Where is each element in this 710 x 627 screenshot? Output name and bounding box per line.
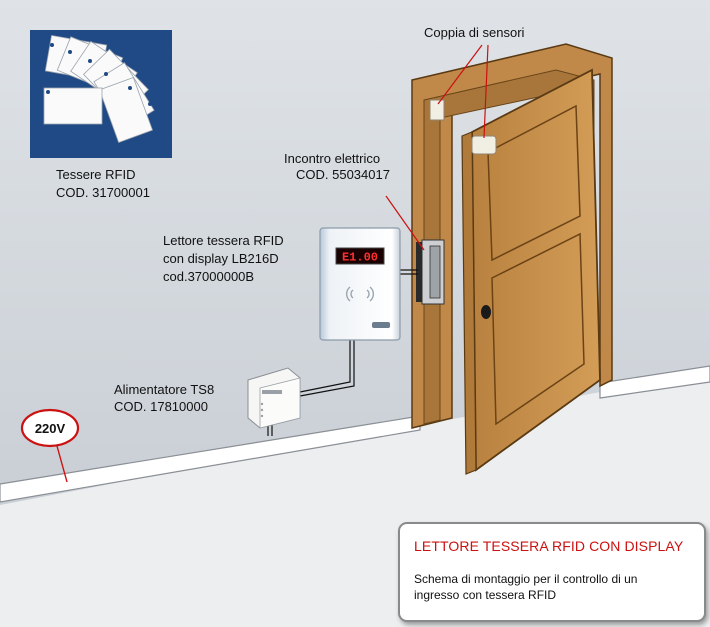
info-box-description-line2: ingresso con tessera RFID bbox=[414, 588, 557, 602]
sensor-door bbox=[471, 135, 497, 155]
strike-label-line2: COD. 55034017 bbox=[296, 167, 390, 182]
skirting-board bbox=[0, 415, 421, 503]
rfid-cards-image bbox=[30, 30, 172, 158]
strike-pointer-line bbox=[385, 195, 425, 251]
electric-strike bbox=[416, 239, 445, 305]
info-box-title: LETTORE TESSERA RFID CON DISPLAY bbox=[414, 538, 684, 554]
rfid-reader: E1.00 bbox=[319, 227, 401, 341]
reader-display bbox=[335, 247, 385, 265]
sensors-pointer-lines bbox=[437, 44, 489, 139]
psu-label-line1: Alimentatore TS8 bbox=[114, 382, 215, 397]
contactless-icon bbox=[346, 286, 374, 302]
info-box: LETTORE TESSERA RFID CON DISPLAY Schema … bbox=[398, 522, 706, 622]
power-supply bbox=[247, 367, 301, 429]
skirting-board-right bbox=[599, 365, 710, 399]
door-handle bbox=[481, 305, 491, 319]
reader-label-line1: Lettore tessera RFID bbox=[163, 233, 284, 248]
reader-display-text: E1.00 bbox=[342, 251, 378, 265]
cards-label-line2: COD. 31700001 bbox=[56, 185, 150, 200]
mains-220v-label: 220V bbox=[35, 421, 66, 436]
strike-label-line1: Incontro elettrico bbox=[284, 151, 381, 166]
sensor-frame bbox=[429, 99, 445, 121]
sensors-label: Coppia di sensori bbox=[424, 25, 525, 40]
mains-220v-marker: 220V bbox=[20, 408, 80, 483]
reader-label-line2: con display LB216D bbox=[163, 251, 279, 266]
cards-label-line1: Tessere RFID bbox=[56, 167, 136, 182]
info-box-description-line1: Schema di montaggio per il controllo di … bbox=[414, 572, 638, 586]
wiring bbox=[267, 269, 418, 436]
psu-label-line2: COD. 17810000 bbox=[114, 399, 208, 414]
reader-label-line3: cod.37000000B bbox=[163, 269, 255, 284]
door-leaf bbox=[461, 68, 601, 475]
